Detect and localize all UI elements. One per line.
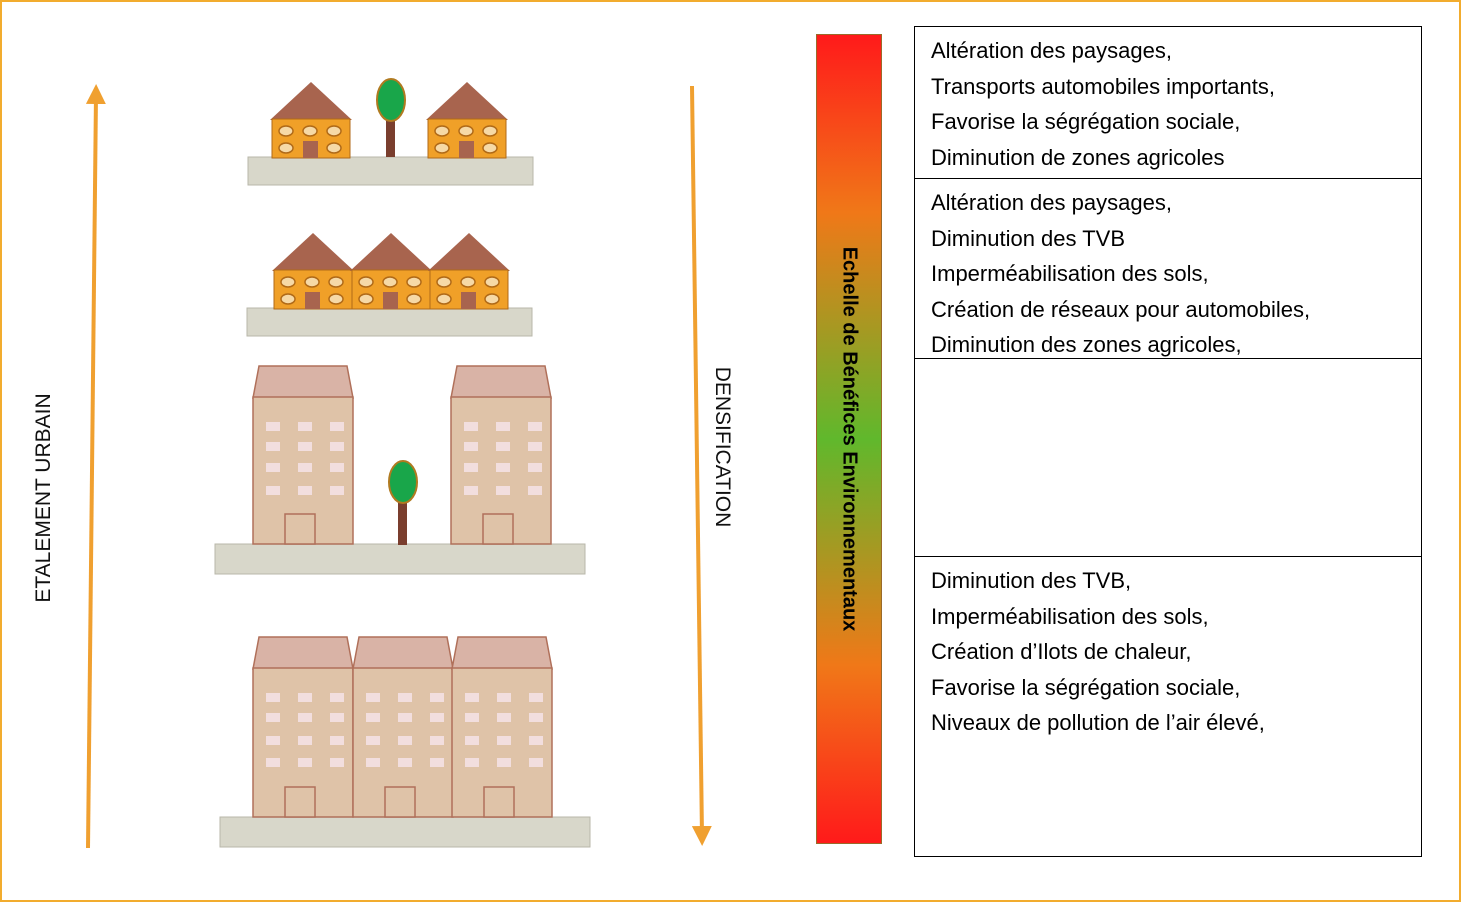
impacts-cell-terraced-houses: Altération des paysages, Diminution des … <box>915 178 1421 358</box>
ground-strip <box>214 543 586 575</box>
impacts-cell-detached-buildings <box>915 358 1421 556</box>
house-icon <box>426 82 508 159</box>
impact-line: Altération des paysages, <box>931 190 1172 215</box>
impact-line: Imperméabilisation des sols, <box>931 261 1209 286</box>
urban-sprawl-arrow <box>85 84 106 849</box>
impact-line: Diminution de zones agricoles <box>931 144 1225 170</box>
building-icon <box>451 636 553 818</box>
building-icon <box>252 365 354 545</box>
ground-strip <box>247 156 534 186</box>
tree-icon <box>376 78 406 157</box>
ground-strip <box>219 816 591 848</box>
impact-line: Diminution des TVB <box>931 225 1126 251</box>
impact-line: Favorise la ségrégation sociale, <box>931 109 1241 134</box>
tree-icon <box>388 460 418 545</box>
impact-line: Diminution des TVB, <box>931 568 1132 593</box>
impact-line: Création d’Ilots de chaleur, <box>931 639 1192 664</box>
ground-strip <box>246 307 533 337</box>
detached-houses-row <box>247 78 534 186</box>
environmental-benefit-scale: Echelle de Bénéfices Environnementaux <box>816 34 882 844</box>
terraced-houses-row <box>246 233 533 337</box>
scale-title: Echelle de Bénéfices Environnementaux <box>838 246 861 632</box>
impact-line: Favorise la ségrégation sociale, <box>931 674 1241 700</box>
building-icon <box>450 365 552 545</box>
impact-line: Transports automobiles importants, <box>931 73 1275 99</box>
impact-line: Création de réseaux pour automobiles, <box>931 296 1311 322</box>
impact-line: Niveaux de pollution de l’air élevé, <box>931 710 1265 735</box>
terraced-buildings-row <box>219 636 591 848</box>
impacts-cell-terraced-buildings: Diminution des TVB, Imperméabilisation d… <box>915 556 1421 856</box>
house-icon <box>270 82 352 159</box>
impacts-table: Altération des paysages, Transports auto… <box>914 26 1422 857</box>
impact-line: Imperméabilisation des sols, <box>931 603 1209 629</box>
urban-sprawl-label: ETALEMENT URBAIN <box>32 393 55 603</box>
detached-buildings-row <box>214 365 586 575</box>
impacts-cell-detached-houses: Altération des paysages, Transports auto… <box>915 27 1421 178</box>
building-icon <box>352 636 454 818</box>
house-icon <box>350 233 432 310</box>
impact-line: Altération des paysages, <box>931 38 1172 63</box>
densification-label: DENSIFICATION <box>711 366 734 528</box>
urban-forms-illustration <box>85 78 712 849</box>
impact-line: Diminution des zones agricoles, <box>931 332 1242 357</box>
house-icon <box>272 233 354 310</box>
building-icon <box>252 636 354 818</box>
densification-arrow <box>690 85 712 846</box>
house-icon <box>428 233 510 310</box>
